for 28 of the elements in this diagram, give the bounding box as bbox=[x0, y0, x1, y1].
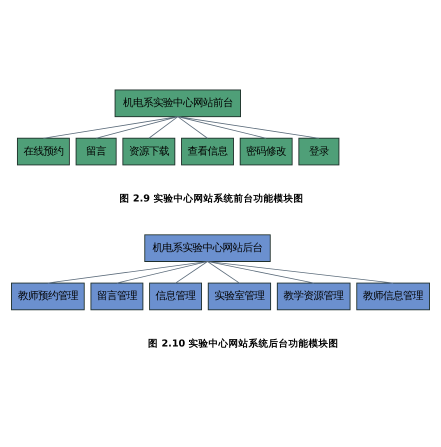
connector bbox=[177, 116, 267, 138]
label: 图 2.9 实验中心网站系统前台功能模块图 bbox=[120, 193, 304, 204]
node-box: 信息管理 bbox=[149, 282, 202, 310]
node-box: 登录 bbox=[298, 137, 340, 165]
node-box: 留言管理 bbox=[90, 282, 144, 310]
node-box: 实验室管理 bbox=[208, 282, 272, 310]
connector bbox=[207, 260, 394, 283]
connector bbox=[116, 260, 208, 283]
connector bbox=[207, 260, 240, 283]
node-box: 机电系实验中心网站前台 bbox=[114, 89, 241, 117]
connector bbox=[207, 260, 314, 283]
node-box: 在线预约 bbox=[16, 137, 70, 165]
node-box: 资源下载 bbox=[122, 137, 176, 165]
node-box: 密码修改 bbox=[240, 137, 293, 165]
label: 图 2.10 实验中心网站系统后台功能模块图 bbox=[148, 338, 339, 349]
node-box: 教师信息管理 bbox=[356, 282, 430, 310]
connector bbox=[43, 116, 178, 138]
node-box: 查看信息 bbox=[181, 137, 234, 165]
connector bbox=[177, 116, 208, 138]
node-box: 教学资源管理 bbox=[276, 282, 351, 310]
connector bbox=[148, 116, 178, 138]
connector bbox=[96, 116, 178, 138]
node-box: 教师预约管理 bbox=[11, 282, 85, 310]
node-box: 机电系实验中心网站后台 bbox=[144, 234, 271, 262]
connector bbox=[175, 260, 208, 283]
node-box: 留言 bbox=[76, 137, 117, 165]
connector bbox=[47, 260, 208, 283]
connector bbox=[177, 116, 320, 138]
